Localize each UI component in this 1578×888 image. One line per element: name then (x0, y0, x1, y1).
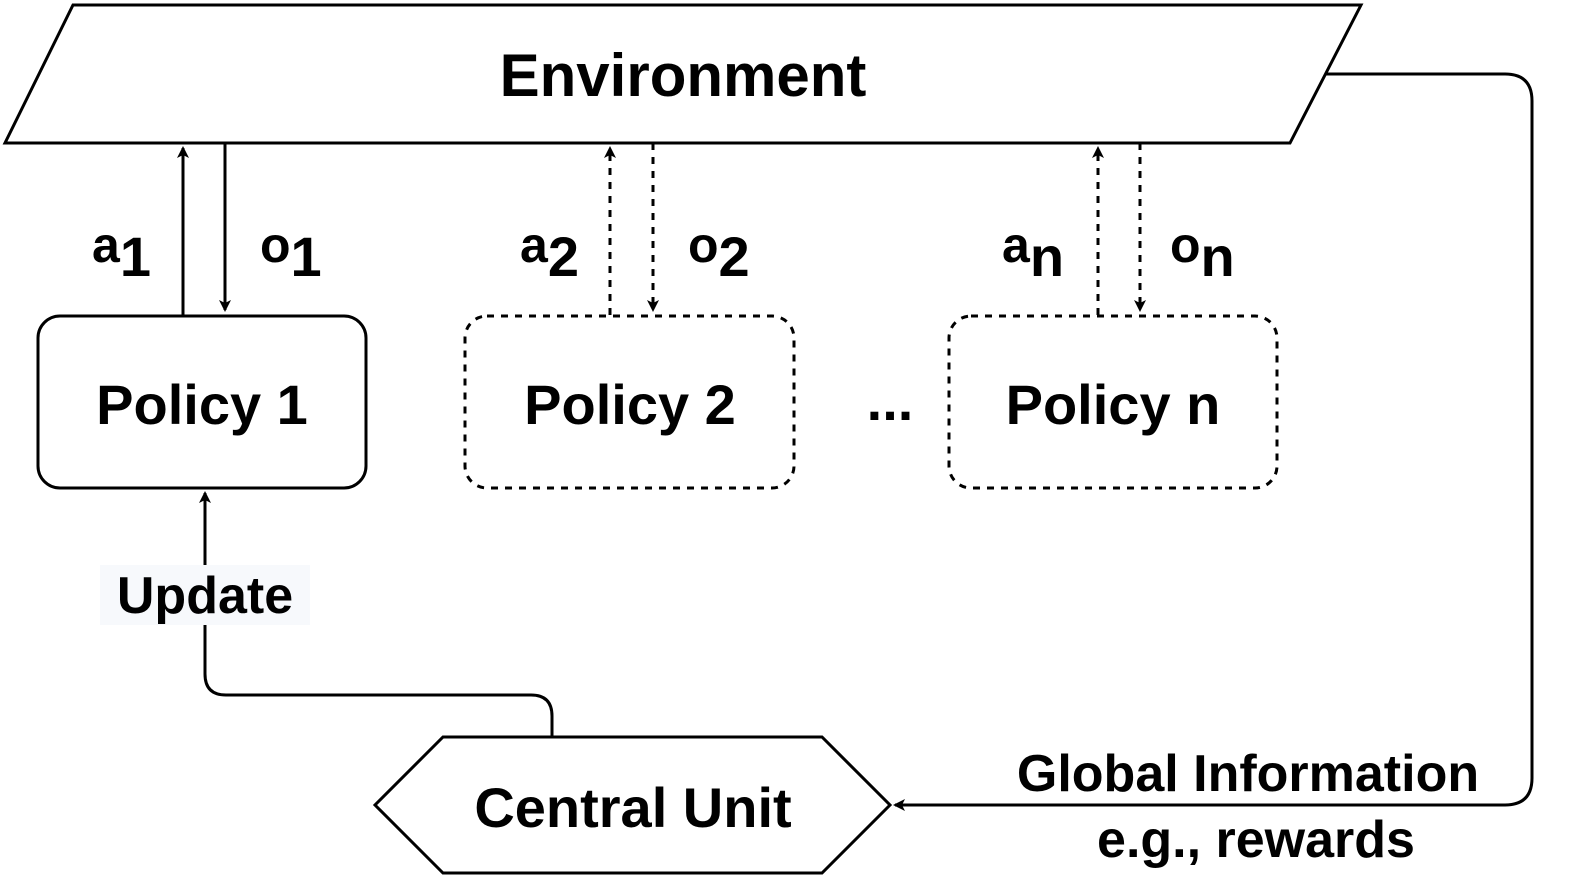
action-label-n: an (1002, 217, 1064, 288)
update-label: Update (117, 567, 293, 625)
policy-n-node: Policy n (947, 314, 1279, 490)
update-label-bg (100, 565, 310, 625)
policy-1-label: Policy 1 (96, 373, 308, 436)
policy-2-node: Policy 2 (463, 314, 796, 490)
policy-n-label: Policy n (1006, 373, 1221, 436)
observation-label-n: on (1170, 217, 1235, 288)
ellipsis-text: ... (867, 369, 914, 432)
environment-node: Environment (2, 3, 1364, 145)
central-unit-label: Central Unit (474, 776, 791, 839)
policy-1-node: Policy 1 (36, 314, 368, 490)
central-unit-node: Central Unit (372, 735, 893, 875)
policy-2-label: Policy 2 (524, 373, 736, 436)
global-information-label: Global Information (1017, 745, 1479, 803)
global-information-arrow (893, 72, 1534, 811)
update-arrow (199, 491, 554, 737)
observation-label-2: o2 (688, 217, 750, 288)
action-label-2: a2 (520, 217, 579, 288)
action-label-1: a1 (92, 217, 151, 288)
environment-label: Environment (500, 42, 867, 109)
observation-label-1: o1 (260, 217, 322, 288)
rewards-label: e.g., rewards (1097, 811, 1415, 869)
